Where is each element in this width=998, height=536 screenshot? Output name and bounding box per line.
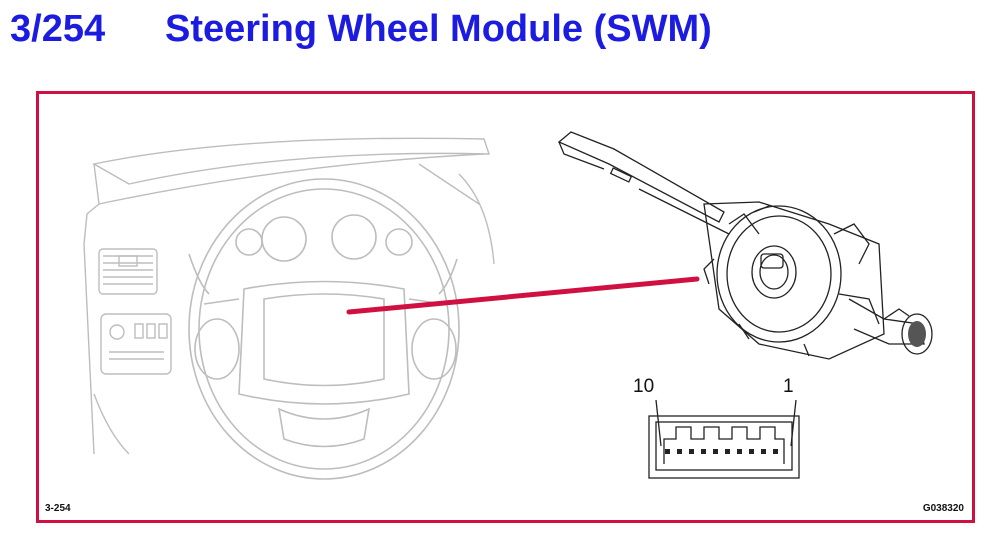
steering-wheel-icon [188, 178, 460, 480]
connector-pin-1-label: 1 [783, 376, 794, 397]
pointer-line [346, 276, 700, 315]
document-number: 3/254 [10, 8, 106, 50]
connector-icon [648, 399, 800, 479]
page-title: 3/254 Steering Wheel Module (SWM) [10, 4, 712, 54]
component-title: Steering Wheel Module (SWM) [165, 8, 712, 50]
connector-pin-10-label: 10 [633, 376, 655, 397]
figure-illustration [83, 131, 933, 480]
figure-frame: 10 1 3-254 G038320 [36, 91, 975, 523]
steering-wheel-module-icon [557, 131, 933, 360]
figure-reference-left: 3-254 [45, 503, 71, 514]
dashboard-icon [83, 137, 495, 455]
figure-reference-right: G038320 [922, 503, 964, 514]
